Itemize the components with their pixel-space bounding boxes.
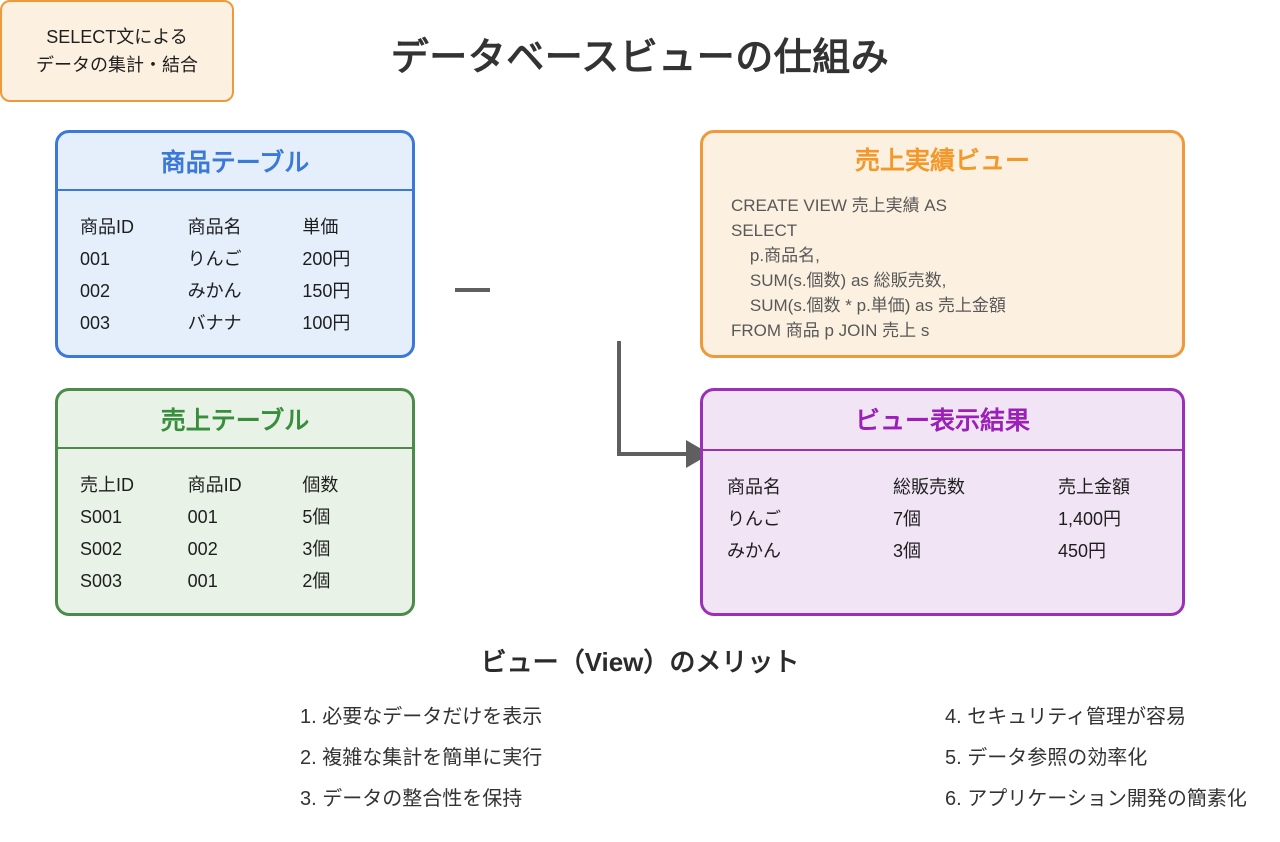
sql-statement: CREATE VIEW 売上実績 AS SELECT p.商品名, SUM(s.… bbox=[731, 196, 1006, 340]
view-result-title: ビュー表示結果 bbox=[854, 407, 1030, 435]
cell: バナナ bbox=[187, 313, 242, 333]
table-row: S001 001 5個 bbox=[58, 501, 412, 533]
cell: 001 bbox=[187, 507, 218, 527]
column-header: 売上金額 bbox=[1058, 477, 1130, 497]
sales-table-grid: 売上ID 商品ID 個数 S001 001 5個 S002 002 3個 S00… bbox=[58, 469, 412, 597]
table-row: 001 りんご 200円 bbox=[58, 243, 412, 275]
table-row: S002 002 3個 bbox=[58, 533, 412, 565]
list-item: 1. 必要なデータだけを表示 bbox=[300, 706, 543, 728]
cell: 2個 bbox=[302, 571, 331, 591]
cell: 3個 bbox=[302, 539, 331, 559]
column-header: 単価 bbox=[302, 217, 339, 237]
cell: みかん bbox=[187, 281, 242, 301]
cell: S003 bbox=[80, 571, 123, 591]
column-header: 商品名 bbox=[727, 477, 781, 497]
table-row: 003 バナナ 100円 bbox=[58, 307, 412, 339]
cell: 5個 bbox=[302, 507, 331, 527]
cell: 450円 bbox=[1058, 541, 1107, 561]
benefits-heading: ビュー（View）のメリット bbox=[480, 647, 800, 677]
cell: 001 bbox=[187, 571, 218, 591]
cell: 003 bbox=[80, 313, 111, 333]
column-header: 総販売数 bbox=[893, 477, 965, 497]
benefits-column-left: 1. 必要なデータだけを表示 2. 複雑な集計を簡単に実行 3. データの整合性… bbox=[300, 697, 542, 820]
table-header-row: 商品ID 商品名 単価 bbox=[58, 211, 412, 243]
column-header: 商品ID bbox=[80, 217, 134, 237]
view-definition-title: 売上実績ビュー bbox=[854, 147, 1030, 175]
cell: S002 bbox=[80, 539, 123, 559]
table-row: 002 みかん 150円 bbox=[58, 275, 412, 307]
list-item: 2. 複雑な集計を簡単に実行 bbox=[300, 747, 543, 769]
cell: 3個 bbox=[893, 541, 922, 561]
list-item: 6. アプリケーション開発の簡素化 bbox=[945, 788, 1247, 810]
sales-table-box: 売上テーブル 売上ID 商品ID 個数 S001 001 5個 S002 002… bbox=[55, 388, 415, 616]
view-result-grid: 商品名 総販売数 売上金額 りんご 7個 1,400円 みかん 3個 450円 bbox=[703, 471, 1182, 567]
list-item: 4. セキュリティ管理が容易 bbox=[945, 706, 1187, 728]
connector-select-to-result bbox=[617, 341, 686, 456]
table-row: りんご 7個 1,400円 bbox=[703, 503, 1182, 535]
table-header-row: 商品名 総販売数 売上金額 bbox=[703, 471, 1182, 503]
column-header: 個数 bbox=[302, 475, 339, 495]
column-header: 売上ID bbox=[80, 475, 134, 495]
column-header: 商品ID bbox=[187, 475, 242, 495]
page-title: データベースビューの仕組み bbox=[390, 37, 890, 79]
view-definition-box: 売上実績ビュー CREATE VIEW 売上実績 AS SELECT p.商品名… bbox=[700, 130, 1185, 358]
product-table-box: 商品テーブル 商品ID 商品名 単価 001 りんご 200円 002 みかん … bbox=[55, 130, 415, 358]
cell: 7個 bbox=[893, 509, 922, 529]
list-item: 3. データの整合性を保持 bbox=[300, 788, 523, 810]
product-table-title: 商品テーブル bbox=[160, 149, 310, 177]
product-table-grid: 商品ID 商品名 単価 001 りんご 200円 002 みかん 150円 00… bbox=[58, 211, 412, 339]
cell: りんご bbox=[187, 249, 242, 269]
sales-table-title: 売上テーブル bbox=[160, 407, 310, 435]
benefits-column-right: 4. セキュリティ管理が容易 5. データ参照の効率化 6. アプリケーション開… bbox=[945, 697, 1280, 820]
cell: 002 bbox=[80, 281, 111, 301]
table-header-row: 売上ID 商品ID 個数 bbox=[58, 469, 412, 501]
cell: 1,400円 bbox=[1058, 509, 1122, 529]
cell: 150円 bbox=[302, 281, 351, 301]
table-row: S003 001 2個 bbox=[58, 565, 412, 597]
cell: 100円 bbox=[302, 313, 351, 333]
list-item: 5. データ参照の効率化 bbox=[945, 747, 1148, 769]
product-table-header-divider bbox=[58, 189, 412, 191]
sales-table-header-divider bbox=[58, 447, 412, 449]
view-result-header-divider bbox=[703, 449, 1182, 451]
cell: みかん bbox=[727, 541, 781, 561]
cell: りんご bbox=[727, 509, 781, 529]
view-result-box: ビュー表示結果 商品名 総販売数 売上金額 りんご 7個 1,400円 みかん … bbox=[700, 388, 1185, 616]
table-row: みかん 3個 450円 bbox=[703, 535, 1182, 567]
cell: 002 bbox=[187, 539, 218, 559]
select-operation-box: SELECT文による データの集計・結合 bbox=[0, 0, 234, 102]
cell: 001 bbox=[80, 249, 111, 269]
column-header: 商品名 bbox=[187, 217, 242, 237]
cell: 200円 bbox=[302, 249, 351, 269]
select-operation-label: SELECT文による データの集計・結合 bbox=[36, 27, 198, 75]
cell: S001 bbox=[80, 507, 123, 527]
